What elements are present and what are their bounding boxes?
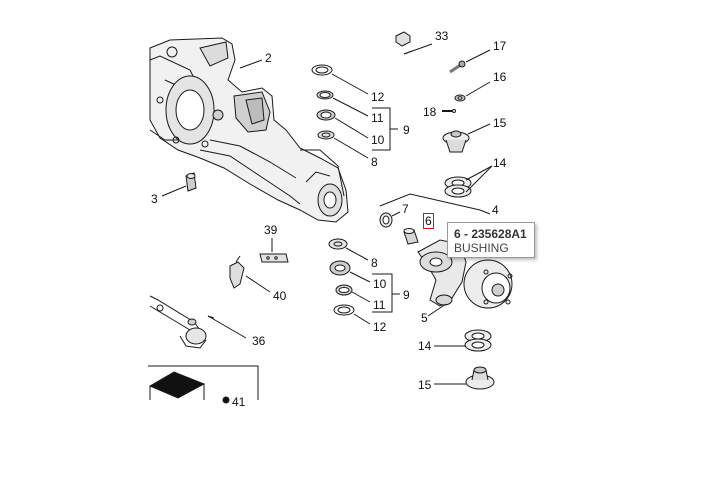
seal-8-upper[interactable]: [317, 130, 335, 140]
label-14-lower: 14: [418, 339, 432, 353]
label-14-upper: 14: [493, 156, 507, 170]
cap-15-lower[interactable]: [465, 366, 495, 390]
label-10-upper: 10: [371, 133, 385, 147]
cap-15-upper[interactable]: [442, 130, 470, 153]
axle-housing[interactable]: [149, 37, 349, 223]
label-15-upper: 15: [493, 116, 507, 130]
label-8-upper: 8: [371, 155, 378, 169]
bolt-3[interactable]: [185, 172, 197, 192]
nut-16[interactable]: [454, 94, 466, 102]
bearing-cup-11-upper[interactable]: [316, 90, 334, 100]
bearing-cone-10-lower[interactable]: [329, 260, 351, 276]
label-39: 39: [264, 223, 278, 237]
label-7: 7: [402, 202, 409, 216]
pin-18[interactable]: [442, 109, 456, 113]
label-40: 40: [273, 289, 287, 303]
label-2: 2: [265, 51, 272, 65]
bracket-40[interactable]: [229, 255, 245, 289]
label-12-lower: 12: [373, 320, 387, 334]
seal-12-lower[interactable]: [333, 304, 355, 316]
label-18: 18: [423, 105, 437, 119]
tooltip-description: BUSHING: [454, 241, 509, 255]
label-9-lower: 9: [403, 288, 410, 302]
bushing-6[interactable]: [403, 228, 419, 245]
tooltip-title: 6 - 235628A1: [454, 227, 527, 241]
seal-7[interactable]: [379, 212, 393, 228]
label-16: 16: [493, 70, 507, 84]
bearing-cone-10-upper[interactable]: [316, 109, 336, 121]
nut-33[interactable]: [395, 31, 411, 47]
label-11-upper: 11: [371, 111, 384, 125]
label-10-lower: 10: [373, 277, 387, 291]
label-36: 36: [252, 334, 266, 348]
label-41: 41: [232, 395, 246, 409]
label-11-lower: 11: [373, 298, 386, 312]
label-5: 5: [421, 311, 428, 325]
label-8-lower: 8: [371, 256, 378, 270]
plate-39[interactable]: [259, 253, 289, 263]
bearing-cup-11-lower[interactable]: [335, 284, 353, 296]
shim-14-upper[interactable]: [444, 176, 472, 198]
hotspot-6[interactable]: 6: [423, 213, 434, 229]
tie-rod-end[interactable]: [149, 295, 207, 349]
inset-box: [148, 365, 259, 404]
label-9-upper: 9: [403, 123, 410, 137]
seal-8-lower[interactable]: [328, 238, 348, 250]
label-3: 3: [151, 192, 158, 206]
label-4: 4: [492, 203, 499, 217]
label-15-lower: 15: [418, 378, 432, 392]
label-17: 17: [493, 39, 507, 53]
label-12-upper: 12: [371, 90, 385, 104]
part-tooltip: 6 - 235628A1 BUSHING: [447, 222, 535, 258]
seal-12-upper[interactable]: [311, 64, 333, 76]
bolt-17[interactable]: [449, 60, 466, 74]
shim-14-lower[interactable]: [464, 329, 492, 352]
label-33: 33: [435, 29, 449, 43]
